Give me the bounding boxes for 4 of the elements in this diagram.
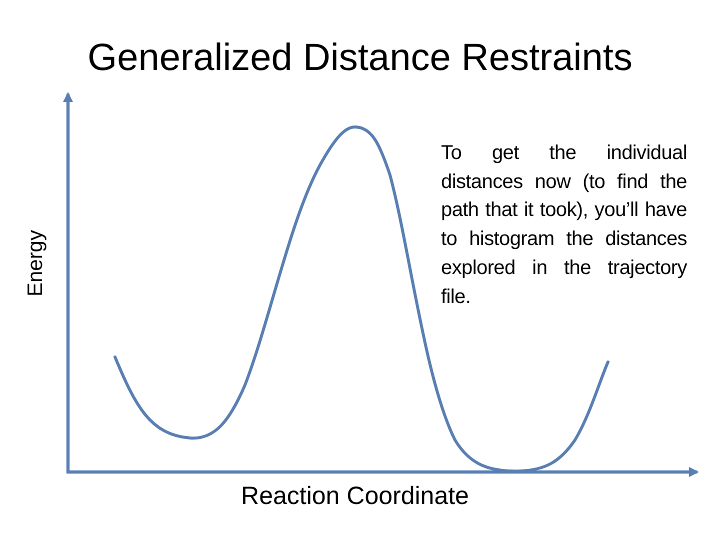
slide-title: Generalized Distance Restraints (88, 36, 632, 81)
axis-label: Energy (23, 230, 48, 297)
body-text: To get the individual distances now (to find the path that it took), you’ll have to histogram the distances explored in the trajectory file. (441, 141, 687, 310)
axis-label: Reaction Coordinate (241, 481, 469, 512)
